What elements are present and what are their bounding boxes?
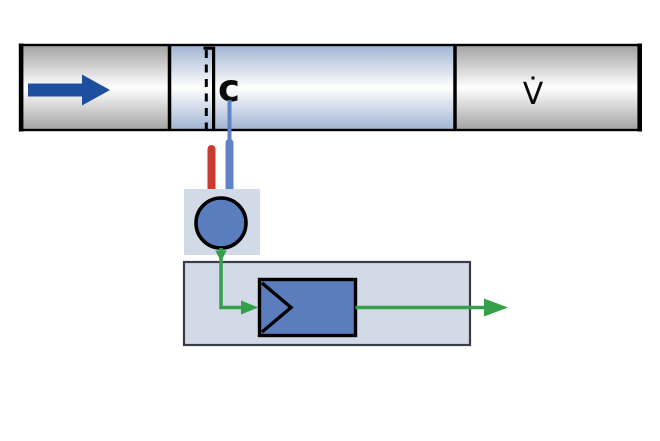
output-signal-arrow-icon — [484, 298, 508, 317]
temperature-sensor-label: c — [218, 67, 240, 110]
heated-pipe-section — [169, 45, 455, 130]
heater-element-line — [203, 46, 216, 130]
amplifier-block — [257, 277, 358, 338]
transducer-circle — [194, 196, 248, 250]
amplifier-chevron-icon — [260, 281, 294, 334]
volume-flow-label: V̇ — [523, 77, 544, 112]
signal-line — [219, 248, 242, 310]
flow-direction-arrow — [28, 74, 110, 106]
signal-arrow-down-icon — [215, 250, 227, 262]
pipe-right-edge — [637, 43, 642, 132]
signal-arrow-into-amplifier-icon — [241, 300, 259, 315]
pipe-left-edge — [18, 43, 24, 132]
